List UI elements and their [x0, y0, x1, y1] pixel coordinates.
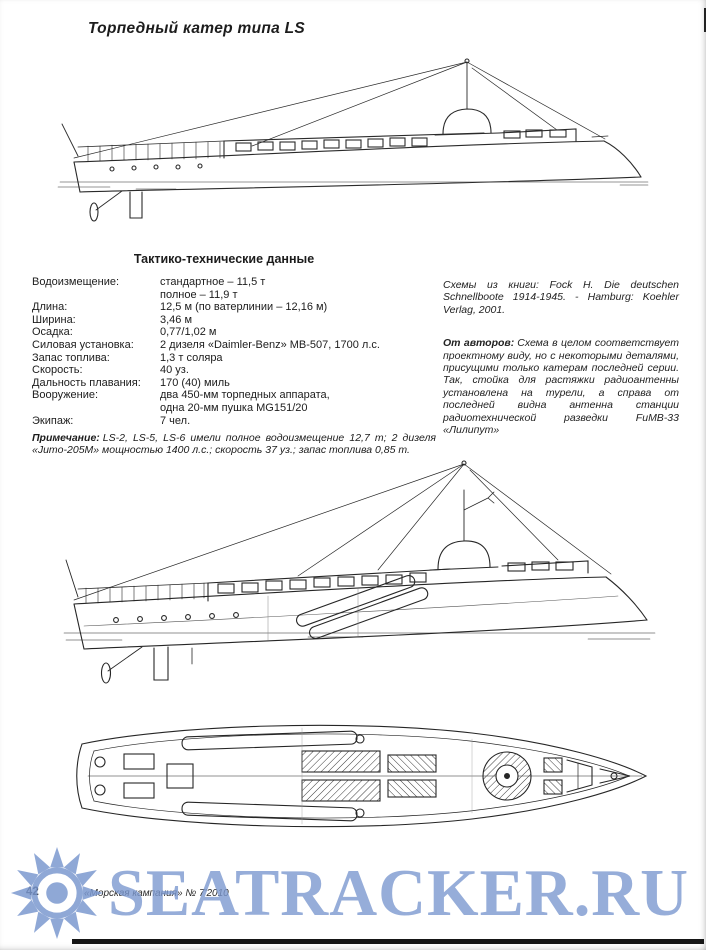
spec-value: 1,3 т соляра [160, 351, 223, 364]
spec-label: Экипаж: [32, 414, 74, 427]
magazine-reference: «Морская кампания» № 7'2010 [84, 888, 229, 899]
spec-value: 40 уз. [160, 364, 189, 377]
spec-label: Скорость: [32, 364, 83, 377]
boat-side-view-drawing-1 [52, 34, 652, 246]
bottom-rule [72, 939, 704, 944]
authors-note: От авторов:Схема в целом соответствует п… [443, 337, 679, 436]
spec-label: Ширина: [32, 313, 76, 326]
section-heading: Тактико-технические данные [133, 252, 315, 266]
boat-side-view-drawing-2 [58, 450, 658, 692]
spec-value: 170 (40) миль [160, 376, 230, 389]
spec-label: Силовая установка: [32, 338, 134, 351]
spec-label: Осадка: [32, 326, 73, 339]
spec-value: 12,5 м (по ватерлинии – 12,16 м) [160, 301, 328, 314]
spec-value: два 450-мм торпедных аппарата, одна 20-м… [160, 389, 330, 414]
note-paragraph: Примечание:LS-2, LS-5, LS-6 имели полное… [32, 432, 436, 457]
spec-label: Запас топлива: [32, 351, 110, 364]
scan-edge-artifact [704, 8, 706, 32]
side-notes-column: Схемы из книги: Fock H. Die deutschen Sc… [443, 279, 679, 436]
spec-value: 7 чел. [160, 414, 191, 427]
spec-value: 0,77/1,02 м [160, 326, 217, 339]
spec-label: Дальность плавания: [32, 376, 141, 389]
note-text: LS-2, LS-5, LS-6 имели полное водоизмеще… [32, 432, 436, 457]
boat-plan-view-drawing [52, 694, 667, 858]
spec-value: стандартное – 11,5 т полное – 11,9 т [160, 276, 266, 301]
spec-row: Экипаж: 7 чел. [32, 415, 440, 428]
authors-note-text: Схема в целом соответствует проектному в… [443, 337, 679, 437]
spec-row: Запас топлива: 1,3 т соляра [32, 352, 440, 365]
spec-label: Длина: [32, 301, 68, 314]
page-title: Торпедный катер типа LS [88, 20, 306, 37]
spec-label: Вооружение: [32, 389, 99, 402]
note-label: Примечание: [32, 432, 100, 444]
spec-row: Осадка: 0,77/1,02 м [32, 326, 440, 339]
spec-row: Скорость: 40 уз. [32, 364, 440, 377]
spec-table: Водоизмещение: стандартное – 11,5 т полно… [32, 276, 440, 427]
page-number: 42 [26, 886, 39, 898]
spec-row: Ширина: 3,46 м [32, 314, 440, 327]
spec-value: 3,46 м [160, 313, 193, 326]
spec-label: Водоизмещение: [32, 276, 120, 288]
authors-note-label: От авторов: [443, 337, 515, 350]
spec-row: Силовая установка: 2 дизеля «Daimler-Benz… [32, 339, 440, 352]
spec-row: Дальность плавания: 170 (40) миль [32, 377, 440, 390]
spec-row: Водоизмещение: стандартное – 11,5 т полно… [32, 276, 440, 301]
spec-row: Длина: 12,5 м (по ватерлинии – 12,16 м) [32, 301, 440, 314]
source-note: Схемы из книги: Fock H. Die deutschen Sc… [443, 279, 679, 316]
spec-row: Вооружение: два 450-мм торпедных аппарата… [32, 389, 440, 414]
spec-value: 2 дизеля «Daimler-Benz» MB-507, 1700 л.с… [160, 338, 380, 351]
